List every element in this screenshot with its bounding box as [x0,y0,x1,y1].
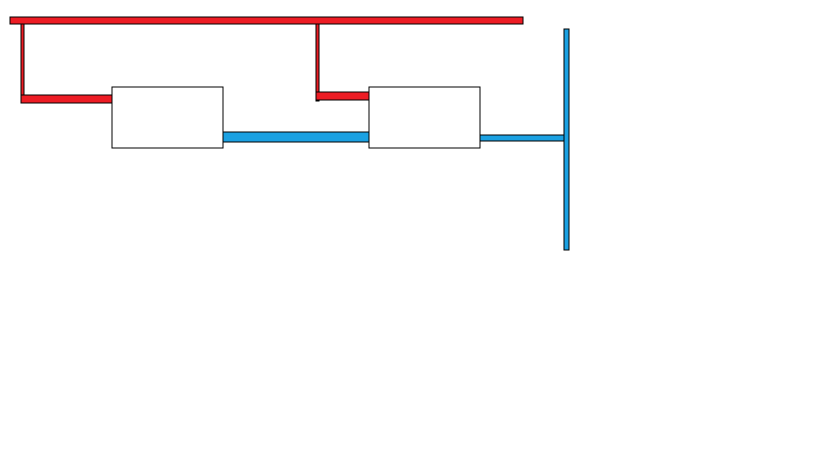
red-main-bar [9,16,524,25]
blue-vertical-bar [563,28,570,251]
red-branch-left [20,94,114,104]
box-right [368,86,481,149]
red-drop-middle [315,23,320,102]
blue-link [222,131,370,143]
box-left [111,86,224,149]
red-branch-middle [315,91,371,101]
red-drop-left [20,23,25,104]
blue-outlet [479,134,566,142]
